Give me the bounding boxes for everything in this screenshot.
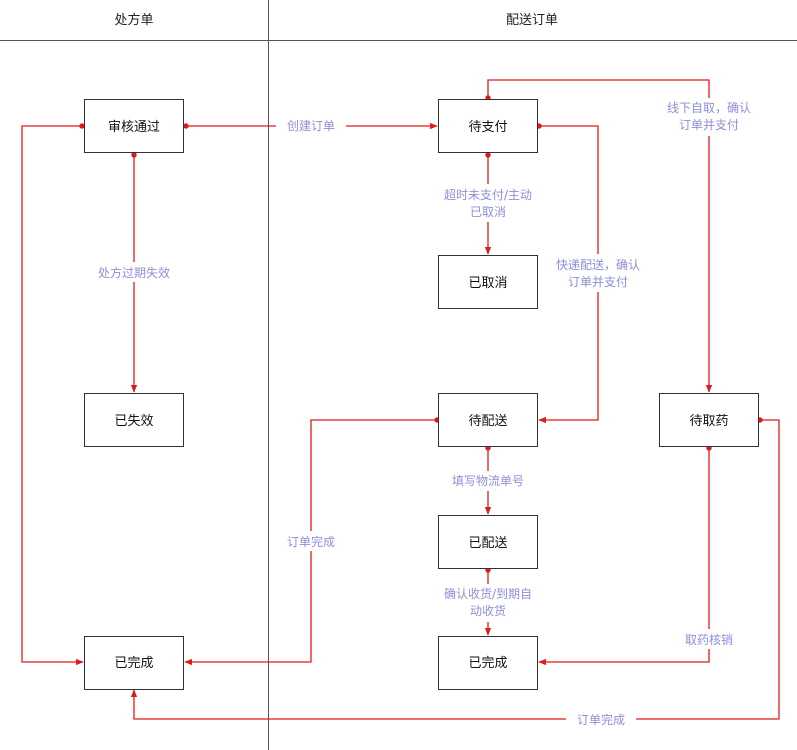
edge-approved-to-rx-done xyxy=(21,123,85,666)
node-cancelled: 已取消 xyxy=(438,255,538,309)
label-pickup-order-done: 订单完成 xyxy=(577,712,625,727)
node-order-done: 已完成 xyxy=(438,636,538,690)
label-rx-expire: 处方过期失效 xyxy=(98,265,170,280)
node-cancelled-label: 已取消 xyxy=(468,276,507,291)
label-fill-tracking: 填写物流单号 xyxy=(452,474,524,488)
node-pending-pickup-label: 待取药 xyxy=(689,414,728,429)
node-shipped-label: 已配送 xyxy=(468,536,507,551)
lane-title-delivery-order: 配送订单 xyxy=(506,13,558,28)
node-approved-label: 审核通过 xyxy=(108,120,160,135)
label-timeout-cancel-1: 超时未支付/主动 xyxy=(444,187,532,202)
node-shipped: 已配送 xyxy=(438,515,538,569)
node-rx-done-label: 已完成 xyxy=(114,656,153,671)
node-pending-pay-label: 待支付 xyxy=(468,120,507,135)
label-ship-order-done: 订单完成 xyxy=(287,534,335,549)
node-approved: 审核通过 xyxy=(84,99,184,153)
edge-labels: 创建订单 处方过期失效 超时未支付/主动 已取消 快递配送，确认 订单并支付 线… xyxy=(88,98,759,729)
node-expired-label: 已失效 xyxy=(114,414,153,429)
label-pickup-verify: 取药核销 xyxy=(685,633,733,647)
node-pending-ship: 待配送 xyxy=(438,393,538,447)
label-offline-pay-2: 订单并支付 xyxy=(679,118,739,132)
lane-title-prescription: 处方单 xyxy=(114,12,153,28)
edge-pickup-order-done xyxy=(130,417,780,720)
node-pending-ship-label: 待配送 xyxy=(468,414,507,429)
label-offline-pay-1: 线下自取，确认 xyxy=(667,101,751,115)
node-expired: 已失效 xyxy=(84,393,184,447)
node-pending-pay: 待支付 xyxy=(438,99,538,153)
label-confirm-receipt-2: 动收货 xyxy=(470,603,506,618)
node-pending-pickup: 待取药 xyxy=(659,393,759,447)
edge-offline-pay xyxy=(485,79,713,393)
nodes: 审核通过 已失效 已完成 待支付 已取消 待配送 已配送 已完成 xyxy=(84,99,759,690)
node-order-done-label: 已完成 xyxy=(468,656,507,671)
label-express-pay-1: 快递配送，确认 xyxy=(556,257,640,272)
label-timeout-cancel-2: 已取消 xyxy=(470,205,506,219)
label-express-pay-2: 订单并支付 xyxy=(568,275,628,289)
label-confirm-receipt-1: 确认收货/到期自 xyxy=(444,586,532,601)
label-create-order: 创建订单 xyxy=(287,119,335,133)
node-rx-done: 已完成 xyxy=(84,636,184,690)
